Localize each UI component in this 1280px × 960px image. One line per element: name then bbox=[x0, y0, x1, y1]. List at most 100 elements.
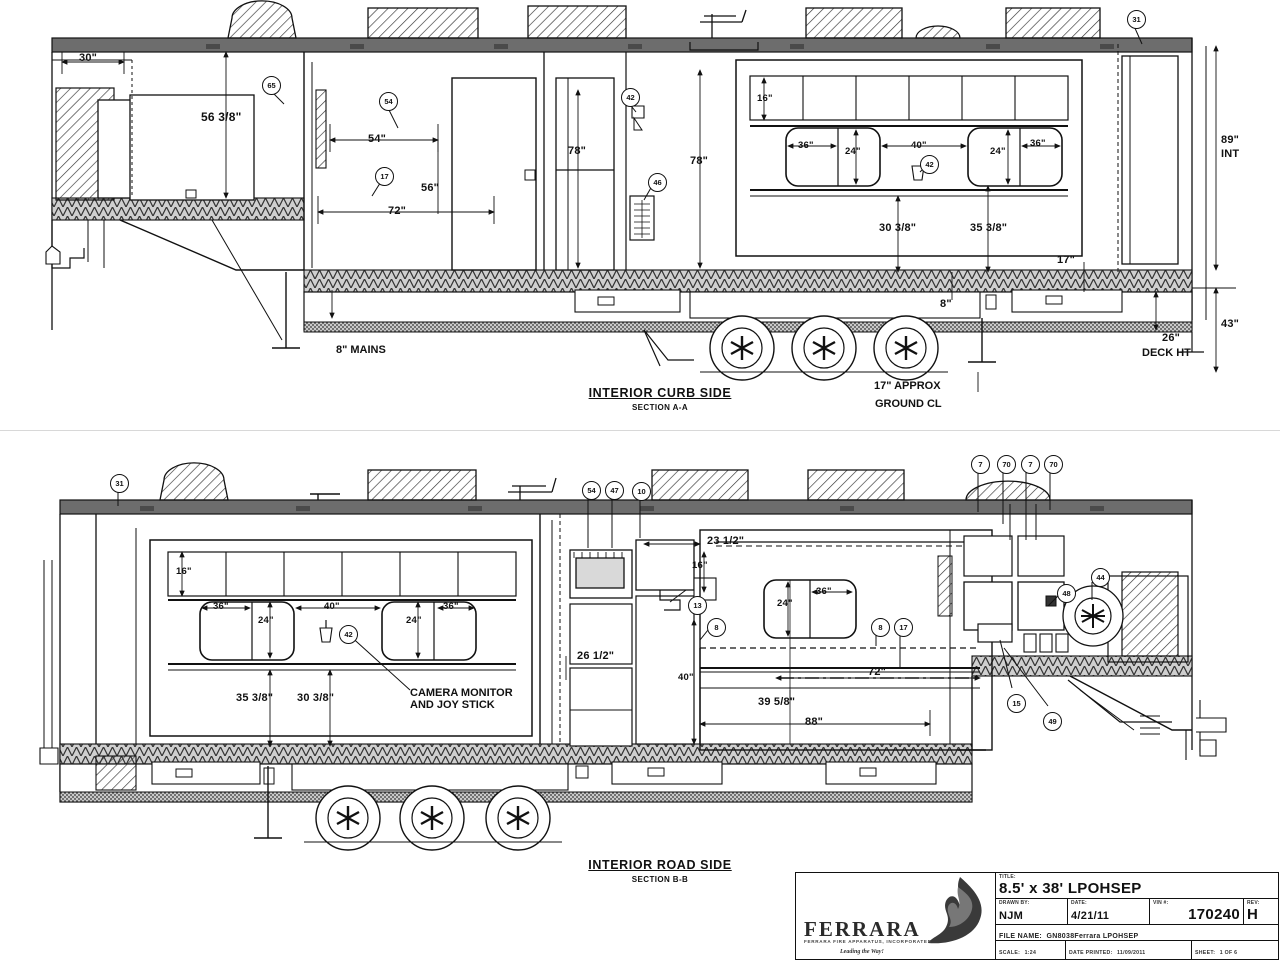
dim-b-39-58: 39 5/8" bbox=[758, 696, 796, 708]
scale-row: SCALE: 1:24 DATE PRINTED: 11/09/2011 SHE… bbox=[996, 941, 1278, 959]
dim-26: 26" bbox=[1162, 332, 1181, 344]
drawn-by-value: NJM bbox=[999, 910, 1024, 922]
file-name-row: FILE NAME: GN8038Ferrara LPOHSEP bbox=[996, 925, 1278, 941]
rev-cell: REV: H bbox=[1244, 899, 1278, 924]
dim-16: 16" bbox=[757, 93, 773, 104]
vin-label: VIN #: bbox=[1153, 900, 1169, 906]
rev-label: REV: bbox=[1247, 900, 1260, 906]
callout-balloon-46: 46 bbox=[648, 173, 667, 192]
callout-balloon-31: 31 bbox=[1127, 10, 1146, 29]
drawn-by-cell: DRAWN BY: NJM bbox=[996, 899, 1068, 924]
dim-b-40-top: 40" bbox=[324, 601, 340, 612]
dim-b-40-left: 40" bbox=[678, 672, 694, 683]
company-name: FERRARA bbox=[804, 917, 921, 941]
sheet-value: 1 OF 6 bbox=[1219, 950, 1238, 956]
note-8-mains: 8" MAINS bbox=[336, 344, 386, 356]
dim-78-right: 78" bbox=[690, 155, 709, 167]
note-camera-1: CAMERA MONITOR bbox=[410, 687, 513, 699]
meta-row: DRAWN BY: NJM DATE: 4/21/11 VIN #: 17024… bbox=[996, 899, 1278, 925]
title-label: TITLE: bbox=[999, 874, 1016, 880]
callout-balloon-54: 54 bbox=[582, 481, 601, 500]
section-b-b-drawing bbox=[39, 462, 1227, 851]
callout-balloon-48: 48 bbox=[1057, 584, 1076, 603]
callout-balloon-70: 70 bbox=[997, 455, 1016, 474]
dim-78-left: 78" bbox=[568, 145, 587, 157]
callout-balloon-10: 10 bbox=[632, 482, 651, 501]
callout-balloon-42: 42 bbox=[920, 155, 939, 174]
date-cell: DATE: 4/21/11 bbox=[1068, 899, 1150, 924]
file-name-cell: FILE NAME: GN8038Ferrara LPOHSEP bbox=[996, 925, 1278, 940]
date-printed-value: 11/09/2011 bbox=[1117, 950, 1146, 956]
dim-b-88: 88" bbox=[805, 716, 824, 728]
file-name-label: FILE NAME: bbox=[999, 933, 1043, 940]
dim-b-36-b: 36" bbox=[443, 601, 459, 612]
dim-36-b: 36" bbox=[1030, 138, 1046, 149]
date-printed-cell: DATE PRINTED: 11/09/2011 bbox=[1066, 941, 1192, 959]
drawn-by-label: DRAWN BY: bbox=[999, 900, 1030, 906]
dim-b-36-c: 36" bbox=[816, 586, 832, 597]
dim-b-30-38: 30 3/8" bbox=[297, 692, 335, 704]
note-ground-cl-2: GROUND CL bbox=[875, 398, 942, 410]
callout-balloon-47: 47 bbox=[605, 481, 624, 500]
dim-b-26-12: 26 1/2" bbox=[577, 650, 615, 662]
callout-balloon-17: 17 bbox=[894, 618, 913, 637]
sheet-label: SHEET: bbox=[1195, 950, 1216, 956]
callout-balloon-70: 70 bbox=[1044, 455, 1063, 474]
note-ground-cl-1: 17" APPROX bbox=[874, 380, 941, 392]
dim-56-38: 56 3/8" bbox=[201, 110, 242, 124]
callout-balloon-17: 17 bbox=[375, 167, 394, 186]
scale-label: SCALE: bbox=[999, 950, 1021, 956]
dim-b-36-a: 36" bbox=[213, 601, 229, 612]
dim-b-24-c: 24" bbox=[777, 598, 793, 609]
vin-cell: VIN #: 170240 bbox=[1150, 899, 1244, 924]
dim-30-38: 30 3/8" bbox=[879, 222, 917, 234]
callout-balloon-42: 42 bbox=[339, 625, 358, 644]
dim-72: 72" bbox=[388, 205, 407, 217]
section-b-title: INTERIOR ROAD SIDE bbox=[588, 858, 732, 872]
callout-balloon-13: 13 bbox=[688, 596, 707, 615]
callout-balloon-8: 8 bbox=[871, 618, 890, 637]
scale-cell: SCALE: 1:24 bbox=[996, 941, 1066, 959]
callout-balloon-15: 15 bbox=[1007, 694, 1026, 713]
callout-balloon-54: 54 bbox=[379, 92, 398, 111]
callout-balloon-65: 65 bbox=[262, 76, 281, 95]
title-cell: TITLE: 8.5' x 38' LPOHSEP bbox=[996, 873, 1278, 898]
dim-8: 8" bbox=[940, 298, 952, 310]
dim-36-a: 36" bbox=[798, 140, 814, 151]
dim-40: 40" bbox=[911, 140, 927, 151]
dim-b-16-mid: 16" bbox=[692, 560, 708, 571]
section-divider bbox=[0, 430, 1280, 431]
title-block: FERRARA FERRARA FIRE APPARATUS, INCORPOR… bbox=[795, 872, 1279, 960]
sheet-cell: SHEET: 1 OF 6 bbox=[1192, 941, 1278, 959]
section-a-label: INTERIOR CURB SIDE SECTION A-A bbox=[565, 386, 755, 412]
callout-balloon-8: 8 bbox=[707, 618, 726, 637]
date-printed-label: DATE PRINTED: bbox=[1069, 950, 1113, 956]
company-subtitle: FERRARA FIRE APPARATUS, INCORPORATED bbox=[804, 939, 932, 944]
date-label: DATE: bbox=[1071, 900, 1087, 906]
title-block-fields: TITLE: 8.5' x 38' LPOHSEP DRAWN BY: NJM … bbox=[996, 873, 1278, 959]
dim-35-38: 35 3/8" bbox=[970, 222, 1008, 234]
callout-balloon-49: 49 bbox=[1043, 712, 1062, 731]
callout-balloon-42: 42 bbox=[621, 88, 640, 107]
callout-balloon-7: 7 bbox=[971, 455, 990, 474]
section-a-title: INTERIOR CURB SIDE bbox=[588, 386, 732, 400]
dim-17-right: 17" bbox=[1057, 254, 1076, 266]
dim-b-72: 72" bbox=[868, 666, 887, 678]
note-camera-2: AND JOY STICK bbox=[410, 699, 495, 711]
company-tagline: Leading the Way! bbox=[840, 949, 884, 955]
dim-b-35-38: 35 3/8" bbox=[236, 692, 274, 704]
flame-icon bbox=[928, 877, 982, 944]
note-deck-ht: DECK HT bbox=[1142, 347, 1191, 359]
scale-value: 1:24 bbox=[1024, 950, 1037, 956]
section-a-subtitle: SECTION A-A bbox=[631, 403, 689, 412]
dim-b-16-left: 16" bbox=[176, 566, 192, 577]
callout-balloon-7: 7 bbox=[1021, 455, 1040, 474]
dim-89-int-value: 89" bbox=[1221, 134, 1240, 146]
dim-b-23-12: 23 1/2" bbox=[707, 535, 745, 547]
dim-54: 54" bbox=[368, 133, 387, 145]
callout-balloon-44: 44 bbox=[1091, 568, 1110, 587]
section-b-label: INTERIOR ROAD SIDE SECTION B-B bbox=[565, 858, 755, 884]
dim-b-24-a: 24" bbox=[258, 615, 274, 626]
